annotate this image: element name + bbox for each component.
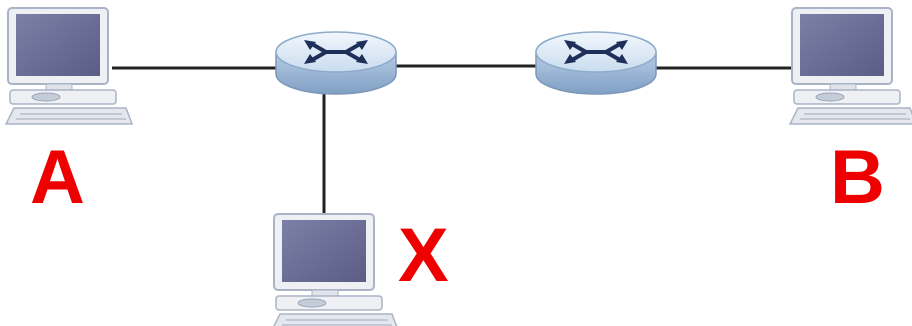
- node-label-x: X: [398, 213, 449, 298]
- computer-a-icon: [5, 7, 133, 125]
- computer-b-icon: [789, 7, 912, 125]
- router-2-icon: [534, 30, 658, 96]
- computer-x-icon: [271, 213, 399, 326]
- router-1-icon: [274, 30, 398, 96]
- node-label-b: B: [830, 135, 885, 220]
- node-label-a: A: [30, 135, 85, 220]
